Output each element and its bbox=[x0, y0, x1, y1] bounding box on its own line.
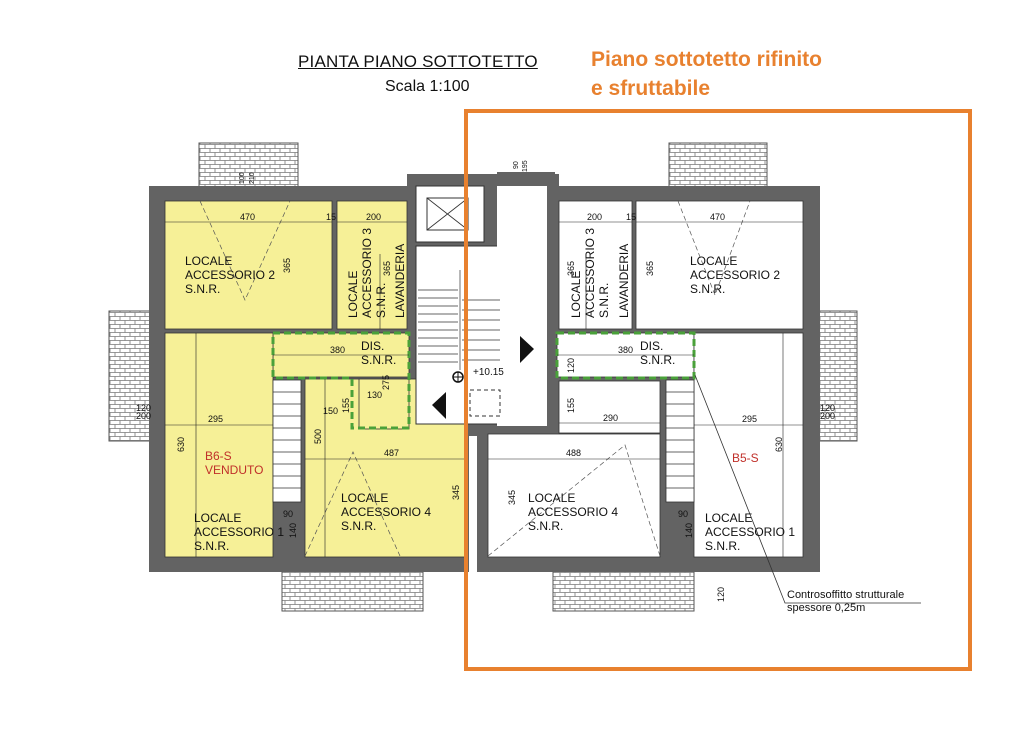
dim-label: 365 bbox=[645, 260, 655, 276]
dim-label: 470 bbox=[240, 212, 256, 222]
dim-label: 365 bbox=[282, 257, 292, 273]
right-lavanderia-label: LAVANDERIA bbox=[617, 243, 631, 318]
dim-label: 155 bbox=[566, 397, 576, 413]
dim-label: 488 bbox=[566, 448, 582, 458]
dormer-top-left bbox=[198, 142, 299, 188]
dim-label: 130 bbox=[367, 390, 383, 400]
right-inner-stair-treads bbox=[666, 391, 694, 489]
corridor-left-dashed bbox=[271, 331, 411, 430]
dormer-top-right bbox=[668, 142, 768, 188]
elevator-cross bbox=[426, 197, 469, 231]
dim-label: 365 bbox=[566, 260, 576, 276]
dormer-right-side bbox=[815, 310, 858, 442]
dim-label: 200 bbox=[820, 411, 836, 421]
dim-label: 90 bbox=[678, 509, 689, 519]
right-inner-stair bbox=[665, 379, 695, 503]
dim-label: 15 bbox=[626, 212, 637, 222]
plan-scale: Scala 1:100 bbox=[385, 78, 470, 95]
room-left-acc2 bbox=[164, 200, 333, 330]
dormer-left-side bbox=[108, 310, 153, 442]
room-left-acc1 bbox=[164, 332, 274, 558]
dim-label: 630 bbox=[176, 436, 186, 452]
dim-label: 295 bbox=[742, 414, 758, 424]
promo-text: Piano sottotetto rifinito e sfruttabile bbox=[591, 45, 822, 103]
main-stair-treads bbox=[418, 270, 500, 370]
dim-label: 500 bbox=[313, 428, 323, 444]
dim-label: 120 bbox=[566, 357, 576, 373]
core-shaft-dashed bbox=[469, 389, 501, 417]
elevation-label: +10.15 bbox=[473, 367, 504, 378]
room-right-acc1 bbox=[693, 332, 804, 558]
room-right-acc4 bbox=[487, 433, 661, 558]
dim-label: 90 bbox=[283, 509, 294, 519]
dim-label: 295 bbox=[208, 414, 224, 424]
dim-label: 200 bbox=[366, 212, 382, 222]
entry-arrow-right bbox=[520, 336, 534, 363]
room-right-acc3 bbox=[558, 200, 633, 330]
note-leader bbox=[694, 374, 921, 604]
promo-line-1: Piano sottotetto rifinito bbox=[591, 48, 822, 71]
highlight-frame bbox=[464, 109, 972, 671]
dim-label: 210 bbox=[249, 172, 256, 184]
dim-label: 140 bbox=[684, 522, 694, 538]
entry-arrow-left bbox=[432, 392, 446, 419]
dim-label: 380 bbox=[330, 345, 346, 355]
dim-label: 195 bbox=[522, 160, 529, 172]
dim-label: 487 bbox=[384, 448, 400, 458]
wall-stair-top bbox=[497, 172, 555, 188]
right-unit-label: B5-S bbox=[732, 451, 759, 465]
left-inner-stair-treads bbox=[273, 391, 301, 489]
dim-label: 120 bbox=[716, 586, 726, 602]
dim-label: 120 bbox=[820, 403, 836, 413]
dim-label: 630 bbox=[774, 436, 784, 452]
landing-corridor bbox=[497, 186, 547, 426]
dim-label: 470 bbox=[710, 212, 726, 222]
dimension-lines bbox=[165, 221, 803, 557]
dim-label: 290 bbox=[603, 413, 619, 423]
promo-line-2: e sfruttabile bbox=[591, 77, 711, 100]
dim-label: 380 bbox=[618, 345, 634, 355]
dormer-bottom-left bbox=[281, 566, 424, 612]
left-inner-stair bbox=[272, 379, 302, 503]
dim-label: 275 bbox=[381, 374, 391, 390]
plan-title: PIANTA PIANO SOTTOTETTO bbox=[298, 52, 538, 71]
room-right-mid bbox=[558, 380, 661, 434]
dormer-bottom-right bbox=[552, 566, 695, 612]
dim-label: 120 bbox=[136, 403, 152, 413]
dim-label: 100 bbox=[239, 172, 246, 184]
room-right-acc2 bbox=[635, 200, 804, 330]
dim-label: 15 bbox=[326, 212, 337, 222]
roof-hip-lines bbox=[199, 200, 751, 557]
dim-label: 155 bbox=[341, 397, 351, 413]
left-lavanderia-label: LAVANDERIA bbox=[393, 243, 407, 318]
dim-label: 140 bbox=[288, 522, 298, 538]
room-left-acc3 bbox=[336, 200, 408, 330]
corridor-right-dashed bbox=[555, 331, 696, 380]
dim-label: 345 bbox=[451, 484, 461, 500]
dim-label: 200 bbox=[587, 212, 603, 222]
main-stair-well bbox=[415, 245, 509, 425]
dim-label: 345 bbox=[507, 489, 517, 505]
room-left-small bbox=[358, 378, 410, 430]
right-dis-label: DIS.S.N.R. bbox=[640, 339, 676, 367]
left-dis-label: DIS.S.N.R. bbox=[361, 339, 397, 367]
dim-label: 200 bbox=[136, 411, 152, 421]
dim-label: 365 bbox=[382, 260, 392, 276]
dim-label: 150 bbox=[323, 406, 339, 416]
sold-badge: VENDUTO bbox=[205, 463, 264, 477]
